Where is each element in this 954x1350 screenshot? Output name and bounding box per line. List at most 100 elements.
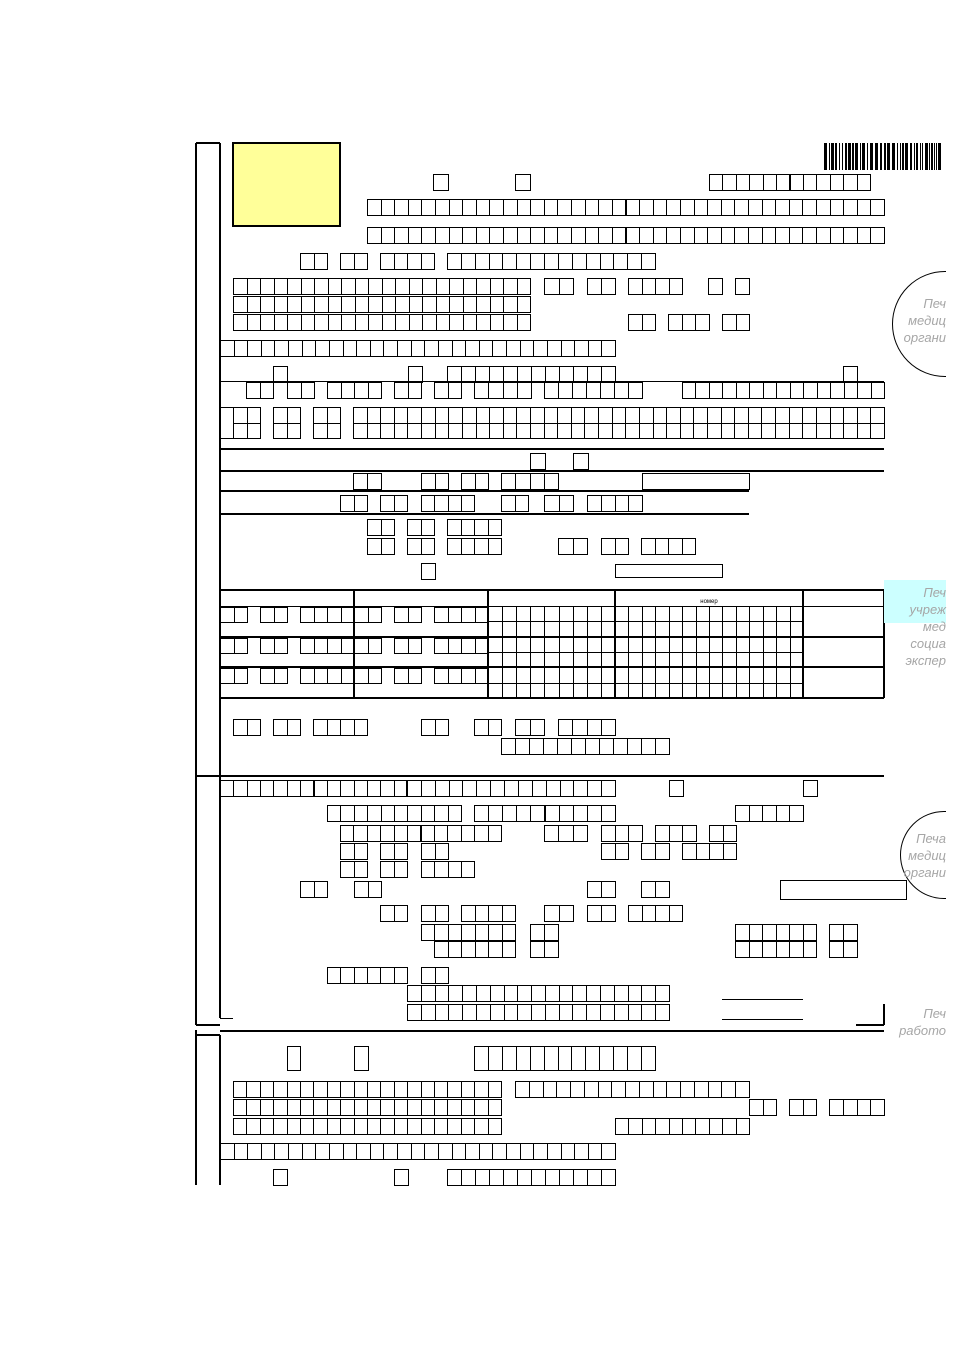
- character-cell: [503, 1169, 518, 1186]
- character-cell: [447, 805, 462, 822]
- character-cell: [300, 607, 315, 623]
- character-cell: [233, 1143, 249, 1160]
- character-cell: [394, 227, 409, 244]
- character-cell: [530, 407, 545, 424]
- character-cell: [340, 1118, 355, 1135]
- character-cell: [368, 296, 383, 313]
- entry-cells: [501, 495, 529, 512]
- entry-cells: [273, 719, 301, 736]
- character-cell: [408, 296, 423, 313]
- character-cell: [487, 538, 502, 555]
- character-cell: [462, 227, 477, 244]
- character-cell: [489, 278, 504, 295]
- character-cell: [380, 843, 395, 860]
- entry-cells: [340, 843, 368, 860]
- character-cell: [815, 199, 831, 216]
- character-cell: [679, 422, 695, 439]
- character-cell: [327, 967, 342, 984]
- character-cell: [287, 278, 302, 295]
- character-cell: [342, 1143, 358, 1160]
- character-cell: [695, 314, 710, 331]
- character-cell: [652, 227, 668, 244]
- character-cell: [367, 199, 382, 216]
- character-cell: [558, 667, 574, 684]
- character-cell: [639, 199, 654, 216]
- character-cell: [789, 1099, 804, 1116]
- character-cell: [353, 1099, 368, 1116]
- character-cell: [326, 1118, 342, 1135]
- entry-cells: [421, 924, 516, 941]
- character-cell: [447, 382, 462, 399]
- character-cell: [353, 495, 368, 512]
- character-cell: [300, 780, 315, 797]
- character-cell: [695, 843, 710, 860]
- character-cell: [695, 382, 710, 399]
- character-cell: [420, 985, 436, 1002]
- character-cell: [313, 719, 328, 736]
- character-cell: [300, 638, 315, 654]
- character-cell: [655, 606, 670, 623]
- character-cell: [666, 1081, 682, 1098]
- character-cell: [625, 227, 641, 244]
- character-cell: [422, 314, 437, 331]
- character-cell: [600, 382, 615, 399]
- entry-cells: [544, 278, 574, 295]
- character-cell: [544, 253, 559, 270]
- character-cell: [789, 924, 804, 941]
- character-cell: [354, 296, 369, 313]
- character-cell: [462, 199, 477, 216]
- character-cell: [246, 314, 261, 331]
- character-cell: [368, 314, 383, 331]
- character-cell: [340, 1099, 355, 1116]
- character-cell: [393, 967, 408, 984]
- character-cell: [328, 340, 344, 357]
- character-cell: [380, 199, 396, 216]
- entry-cells: [515, 719, 545, 736]
- character-cell: [300, 1118, 315, 1135]
- character-cell: [461, 668, 476, 684]
- character-cell: [366, 422, 382, 439]
- character-cell: [462, 1004, 477, 1021]
- character-cell: [693, 227, 709, 244]
- entry-cells: [394, 638, 422, 654]
- character-cell: [735, 636, 751, 653]
- character-cell: [668, 606, 684, 623]
- entry-cells: [273, 366, 288, 383]
- character-cell: [474, 382, 490, 399]
- character-cell: [340, 825, 355, 842]
- character-cell: [501, 941, 516, 958]
- character-cell: [287, 296, 302, 313]
- character-cell: [558, 606, 574, 623]
- character-cell: [870, 199, 885, 216]
- character-cell: [393, 422, 409, 439]
- character-cell: [340, 719, 355, 736]
- character-cell: [870, 227, 885, 244]
- character-cell: [407, 519, 422, 536]
- character-cell: [340, 1081, 355, 1098]
- character-cell: [530, 606, 546, 623]
- character-cell: [843, 382, 859, 399]
- character-cell: [233, 1099, 248, 1116]
- character-cell: [628, 278, 643, 295]
- character-cell: [829, 174, 845, 191]
- character-cell: [571, 1046, 587, 1071]
- character-cell: [273, 607, 288, 623]
- character-cell: [326, 780, 342, 797]
- character-cell: [666, 422, 681, 439]
- entry-cells: [587, 278, 616, 295]
- barcode-bar: [855, 143, 858, 170]
- character-cell: [301, 340, 317, 357]
- character-cell: [747, 407, 763, 424]
- character-cell: [802, 407, 817, 424]
- character-cell: [407, 638, 422, 654]
- character-cell: [775, 924, 790, 941]
- character-cell: [489, 314, 504, 331]
- character-cell: [558, 636, 574, 653]
- character-cell: [775, 422, 790, 439]
- character-cell: [380, 253, 395, 270]
- entry-cells: [544, 905, 574, 922]
- character-cell: [843, 422, 858, 439]
- character-cell: [613, 1046, 629, 1071]
- character-cell: [462, 780, 478, 797]
- character-cell: [421, 905, 436, 922]
